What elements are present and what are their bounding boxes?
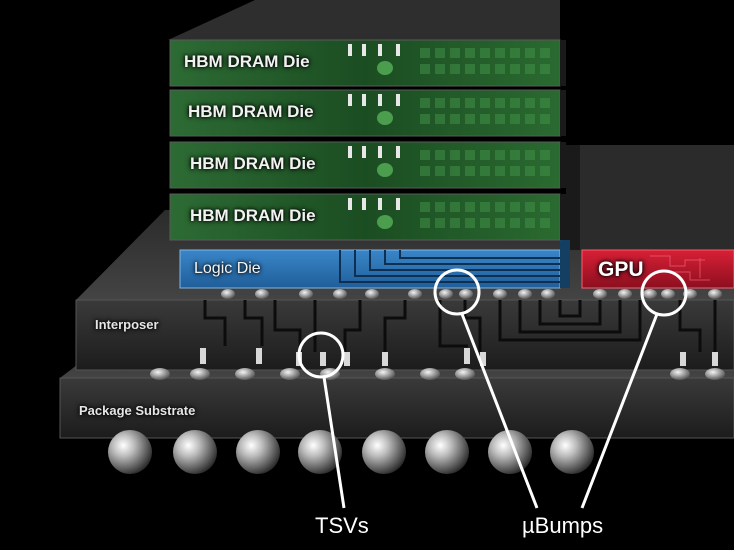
tsv-leader-line xyxy=(322,376,346,509)
dram-die-label: HBM DRAM Die xyxy=(190,154,316,173)
dram-die-label: HBM DRAM Die xyxy=(190,206,316,225)
dram-die-label: HBM DRAM Die xyxy=(184,52,310,71)
tsv-callout-circle xyxy=(297,331,345,379)
ubump-leader-line-gpu xyxy=(580,313,659,509)
gpu-top xyxy=(566,145,734,250)
ubump-callout-circle-logic xyxy=(433,268,481,316)
package-substrate-label: Package Substrate xyxy=(79,403,196,418)
dram-die-3 xyxy=(169,141,566,189)
logic-die-traces xyxy=(339,250,560,283)
ubump-leader-line-logic xyxy=(460,313,539,509)
gpu-label: GPU xyxy=(598,258,644,281)
dram-die-2 xyxy=(169,89,566,137)
logic-die-side xyxy=(560,240,570,288)
dram-die-4 xyxy=(169,193,566,241)
dram-dies xyxy=(169,39,566,241)
dram-die-label: HBM DRAM Die xyxy=(188,102,314,121)
package-solder-balls xyxy=(108,430,594,474)
callout-graphics xyxy=(297,268,688,509)
hbm-stack-top xyxy=(168,0,560,40)
logic-die-bumps xyxy=(221,289,555,299)
logic-die-label: Logic Die xyxy=(194,260,261,277)
gpu-side xyxy=(566,145,580,250)
tsvs-callout-label: TSVs xyxy=(315,513,369,538)
dram-die-1 xyxy=(169,39,566,87)
gpu-texture xyxy=(650,255,710,281)
ubumps-callout-label: µBumps xyxy=(522,513,604,538)
substrate-bumps xyxy=(150,368,725,380)
interposer-label: Interposer xyxy=(95,317,159,332)
interposer-traces xyxy=(203,300,717,352)
ubump-callout-circle-gpu xyxy=(640,269,688,317)
